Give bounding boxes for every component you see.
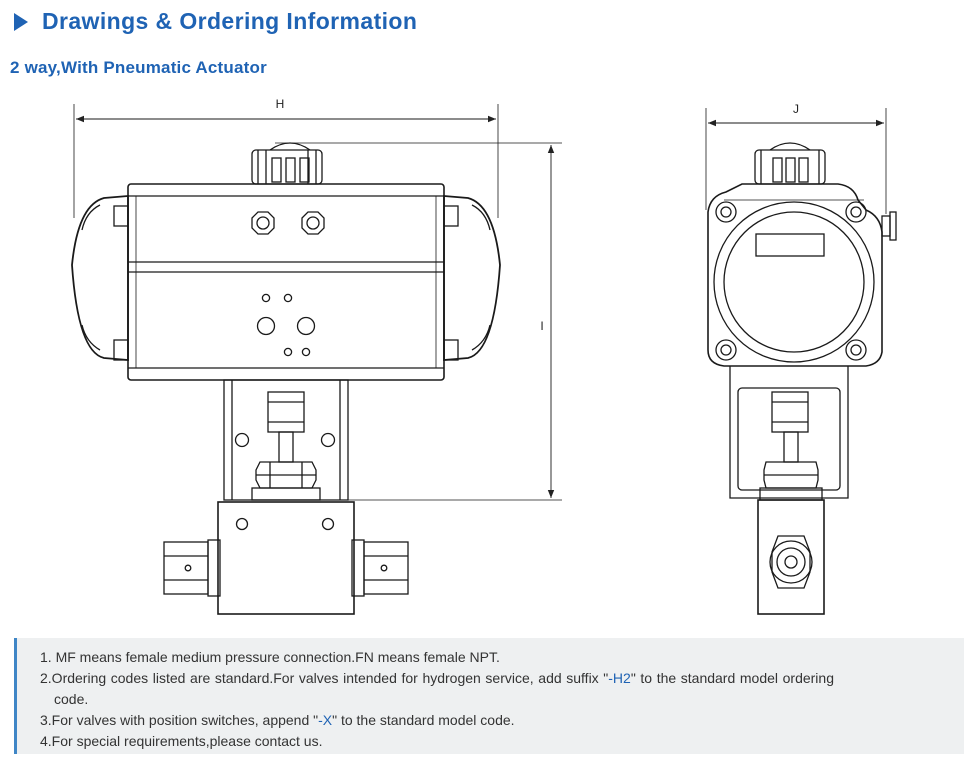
section-title: Drawings & Ordering Information <box>14 8 417 35</box>
technical-drawing: H I <box>71 97 897 615</box>
note-2: 2.Ordering codes listed are standard.For… <box>40 670 834 707</box>
section-title-text: Drawings & Ordering Information <box>42 8 418 34</box>
hydrogen-suffix-code: -H2 <box>608 670 631 686</box>
position-switch-suffix-code: -X <box>318 712 333 728</box>
note-1: 1. MF means female medium pressure conne… <box>40 649 500 665</box>
dimension-i-label: I <box>540 319 543 333</box>
dimension-j-label: J <box>793 102 799 116</box>
section-subtitle: 2 way,With Pneumatic Actuator <box>10 58 267 77</box>
dimension-h-label: H <box>276 97 285 111</box>
front-view <box>71 104 562 615</box>
side-view <box>705 108 897 615</box>
triangle-bullet-icon <box>14 13 28 31</box>
note-4: 4.For special requirements,please contac… <box>40 733 323 749</box>
notes-box: 1. MF means female medium pressure conne… <box>14 638 964 754</box>
note-3: 3.For valves with position switches, app… <box>40 712 515 728</box>
